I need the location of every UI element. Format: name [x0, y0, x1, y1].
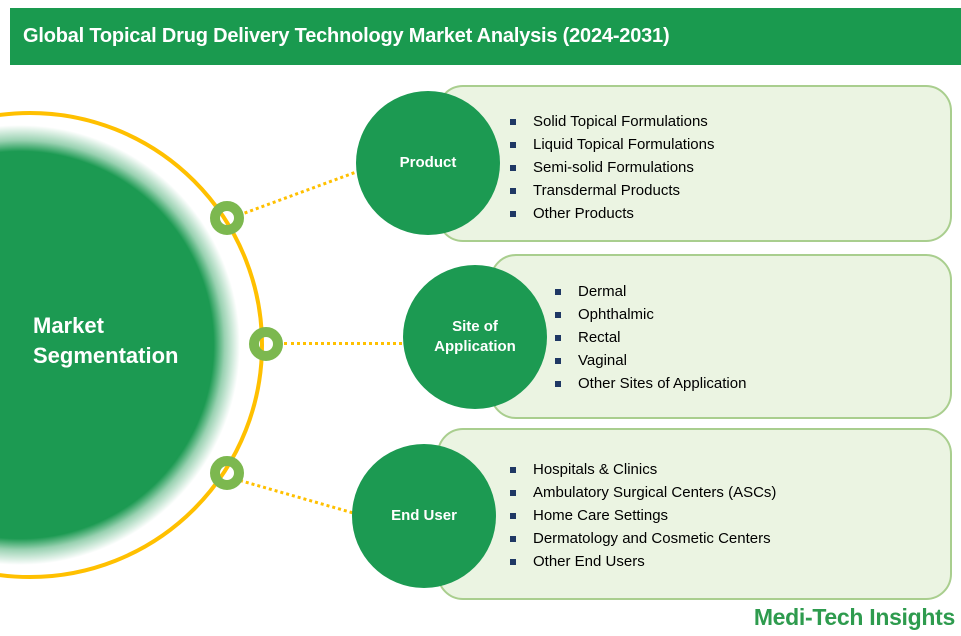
item-label: Rectal: [578, 329, 621, 346]
square-bullet-icon: [510, 164, 516, 171]
square-bullet-icon: [510, 489, 516, 496]
dotted-line-site-of-application: [284, 342, 408, 345]
item-label: Other Sites of Application: [578, 375, 747, 392]
segment-circle-end-user: End User: [352, 444, 496, 588]
square-bullet-icon: [555, 380, 561, 387]
list-item: Rectal: [555, 326, 746, 349]
item-label: Liquid Topical Formulations: [533, 136, 715, 153]
item-label: Vaginal: [578, 352, 627, 369]
square-bullet-icon: [510, 187, 516, 194]
item-label: Solid Topical Formulations: [533, 113, 708, 130]
square-bullet-icon: [510, 535, 516, 542]
list-item: Liquid Topical Formulations: [510, 133, 715, 156]
connector-ring-icon: [210, 456, 244, 490]
square-bullet-icon: [555, 288, 561, 295]
list-item: Home Care Settings: [510, 504, 776, 527]
square-bullet-icon: [510, 141, 516, 148]
segment-list-end-user: Hospitals & Clinics Ambulatory Surgical …: [510, 458, 776, 573]
segment-box-product: [437, 85, 952, 242]
segment-label: Site of Application: [434, 318, 516, 355]
item-label: Transdermal Products: [533, 182, 680, 199]
segment-label: End User: [391, 507, 457, 524]
list-item: Solid Topical Formulations: [510, 110, 715, 133]
page-title: Global Topical Drug Delivery Technology …: [23, 25, 670, 47]
item-label: Other Products: [533, 205, 634, 222]
connector-ring-icon: [249, 327, 283, 361]
list-item: Vaginal: [555, 349, 746, 372]
connector-ring-icon: [210, 201, 244, 235]
item-label: Hospitals & Clinics: [533, 461, 658, 478]
brand-logo: Medi-Tech Insights: [753, 604, 955, 630]
header-banner: Global Topical Drug Delivery Technology …: [10, 8, 961, 65]
hub-label: Market Segmentation: [33, 313, 179, 368]
square-bullet-icon: [555, 357, 561, 364]
dotted-line-end-user: [239, 479, 359, 516]
square-bullet-icon: [555, 311, 561, 318]
square-bullet-icon: [510, 558, 516, 565]
segment-list-product: Solid Topical Formulations Liquid Topica…: [510, 110, 715, 225]
square-bullet-icon: [555, 334, 561, 341]
item-label: Dermal: [578, 283, 627, 300]
list-item: Other Sites of Application: [555, 372, 746, 395]
item-label: Home Care Settings: [533, 507, 669, 524]
square-bullet-icon: [510, 466, 516, 473]
segment-box-end-user: [437, 428, 952, 600]
list-item: Semi-solid Formulations: [510, 156, 715, 179]
segment-circle-site-of-application: Site of Application: [403, 265, 547, 409]
square-bullet-icon: [510, 118, 516, 125]
list-item: Other End Users: [510, 550, 776, 573]
item-label: Ophthalmic: [578, 306, 654, 323]
square-bullet-icon: [510, 210, 516, 217]
list-item: Transdermal Products: [510, 179, 715, 202]
list-item: Other Products: [510, 202, 715, 225]
segment-circle-product: Product: [356, 91, 500, 235]
dotted-line-product: [237, 167, 367, 217]
square-bullet-icon: [510, 512, 516, 519]
list-item: Dermal: [555, 280, 746, 303]
item-label: Other End Users: [533, 553, 645, 570]
list-item: Ambulatory Surgical Centers (ASCs): [510, 481, 776, 504]
segment-list-site-of-application: Dermal Ophthalmic Rectal Vaginal Other S…: [555, 280, 746, 395]
item-label: Dermatology and Cosmetic Centers: [533, 530, 771, 547]
item-label: Ambulatory Surgical Centers (ASCs): [533, 484, 777, 501]
list-item: Dermatology and Cosmetic Centers: [510, 527, 776, 550]
item-label: Semi-solid Formulations: [533, 159, 694, 176]
segment-label: Product: [399, 154, 457, 171]
list-item: Ophthalmic: [555, 303, 746, 326]
list-item: Hospitals & Clinics: [510, 458, 776, 481]
